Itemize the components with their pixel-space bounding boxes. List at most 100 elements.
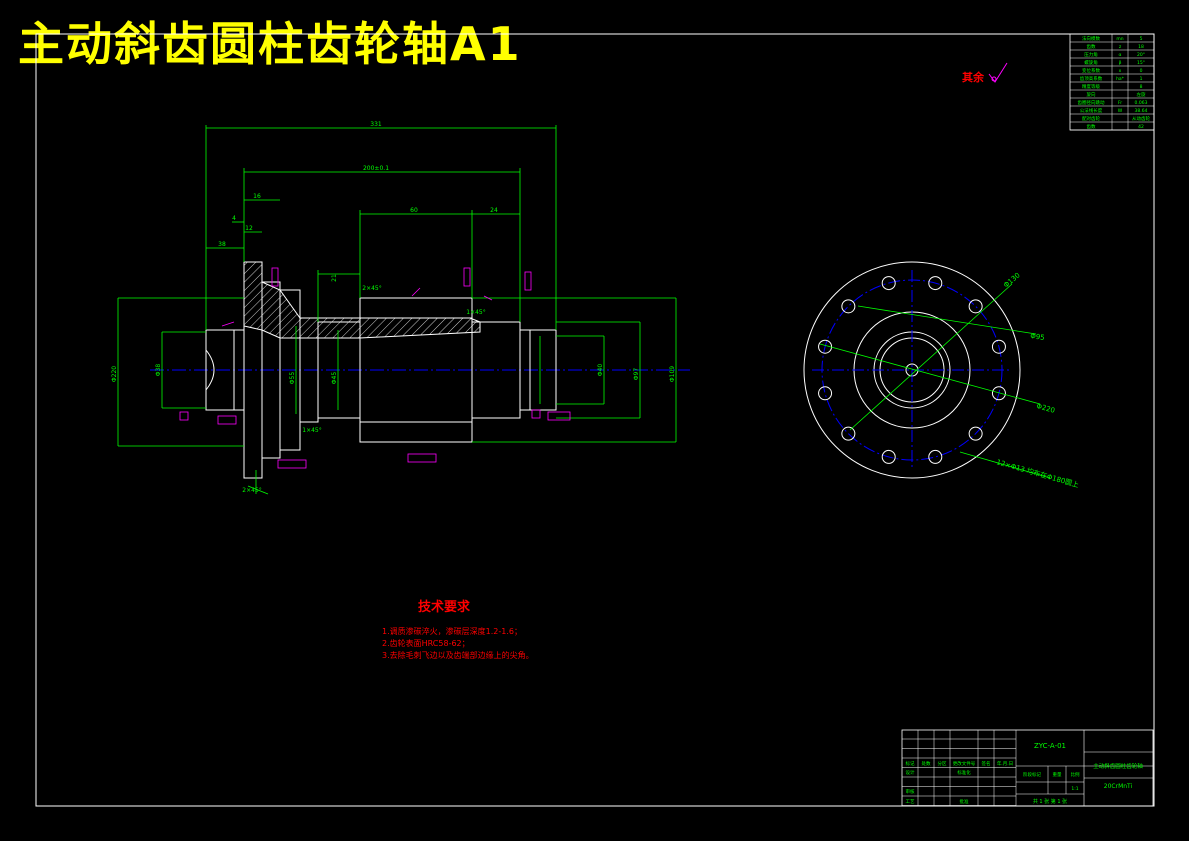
sheet-count: 共 1 张 第 1 张 (1033, 798, 1067, 805)
scale: 1:1 (1071, 786, 1078, 792)
roughness-check-icon (988, 62, 1008, 83)
gear-table-cell: mn (1116, 37, 1123, 42)
bolt-hole (928, 276, 943, 291)
flange-side-view: Φ130 Φ95 Φ220 12×Φ13 均布在Φ180圆上 (803, 261, 1080, 489)
title-block-text: 签名 (982, 760, 991, 767)
gear-table-cell: ha* (1116, 76, 1125, 82)
geometric-tolerance-frames (179, 267, 571, 469)
hatched-section (243, 261, 481, 339)
title-block-text: 年.月.日 (997, 760, 1013, 767)
dimension-text: 1×45° (302, 427, 321, 434)
gear-table-cell: 左旋 (1137, 91, 1146, 98)
gear-table-cell: α (1119, 53, 1122, 58)
gear-table-cell: 公法线长度 (1080, 107, 1103, 114)
title-block-text: 阶段标记 (1023, 771, 1041, 778)
dimension-text: 4 (232, 215, 236, 222)
material: 20CrMnTi (1104, 783, 1133, 790)
dimension-text: 24 (490, 207, 498, 214)
bolt-hole (968, 299, 983, 314)
bolt-hole (841, 299, 856, 314)
shaft-front-view: 331200±0.160243816124212×45°1×45°Φ38Φ40Φ… (111, 121, 690, 495)
title-block-text: 设计 (906, 769, 915, 776)
title-block-text: 批准 (960, 798, 969, 805)
gear-table-cell: 压力角 (1084, 51, 1098, 58)
outer-dia-label: Φ220 (1035, 402, 1055, 415)
dimension-text: 2×45° (362, 285, 381, 292)
bolt-hole (968, 426, 983, 441)
bolt-hole (991, 339, 1006, 354)
gear-table-cell: 配对齿轮 (1082, 115, 1100, 122)
roughness-symbol-icon (991, 76, 997, 82)
title-block-text: 工艺 (906, 799, 915, 805)
technical-requirements: 技术要求 1.调质渗碳淬火，渗碳层深度1.2-1.6； 2.齿轮表面HRC58-… (382, 599, 534, 660)
dimension-text: 2×45° (242, 487, 261, 494)
roughness-text: 其余 (962, 70, 985, 84)
flange-outer-circle (803, 261, 1021, 479)
gear-table-cell: 1 (1140, 76, 1143, 82)
gear-table-cell: 0 (1140, 68, 1143, 74)
gear-table-cell: 15° (1137, 60, 1145, 66)
dimension-text: Φ38 (155, 364, 162, 377)
title-block-text: 比例 (1071, 771, 1080, 778)
gear-table-cell: 42 (1138, 124, 1144, 130)
dimension-text: 12 (245, 225, 253, 232)
dimension-text: Φ97 (633, 368, 640, 381)
gear-table-cell: 38.64 (1135, 108, 1148, 114)
gear-table-cell: 从动齿轮 (1132, 115, 1150, 122)
bolt-holes (818, 276, 1006, 464)
gear-table-cell: x (1119, 69, 1122, 74)
gear-table-cell: 变位系数 (1082, 67, 1100, 74)
gear-table-cell: Fr (1118, 100, 1122, 106)
dimension-text: 38 (218, 241, 226, 248)
dimension-text: 1×45° (466, 309, 485, 316)
dimension-text: Φ45 (331, 372, 338, 385)
bolt-hole (881, 449, 896, 464)
side-dimension-lines (819, 283, 1051, 479)
dimension-lines (117, 125, 677, 495)
title-block-text: 标记 (906, 760, 915, 767)
gear-table-cell: 齿顶高系数 (1080, 75, 1103, 82)
title-block-text: 重量 (1053, 771, 1062, 778)
dimension-text: Φ55 (289, 372, 296, 385)
gear-table-cell: 旋向 (1087, 91, 1096, 98)
gear-table-cell: 精度等级 (1082, 83, 1100, 90)
title-block-text: 更改文件号 (953, 760, 976, 767)
drawing-number: ZYC-A-01 (1034, 742, 1066, 750)
gear-table-cell: 法向模数 (1082, 35, 1100, 42)
dimension-text: 331 (370, 121, 382, 128)
dimension-text: 200±0.1 (363, 165, 389, 172)
title-block: 标记处数分区更改文件号签名年.月.日设计审核工艺标准化批准ZYC-A-01主动斜… (901, 729, 1154, 807)
gear-table-cell: 18 (1138, 44, 1144, 50)
bolt-hole (841, 426, 856, 441)
part-name: 主动斜齿圆柱齿轮轴 (1093, 762, 1143, 770)
gear-table-cell: 齿数 (1087, 123, 1096, 130)
title-block-text: 分区 (938, 760, 947, 767)
title-block-text: 标准化 (957, 769, 971, 776)
bolt-hole (818, 339, 833, 354)
bore-label: Φ95 (1030, 332, 1045, 342)
dimension-text: Φ220 (111, 366, 118, 382)
gear-table-cell: 20° (1137, 52, 1145, 58)
gear-table-cell: 5 (1140, 36, 1143, 42)
bolt-hole (991, 386, 1006, 401)
dimension-text: Φ40 (597, 364, 604, 377)
tech-heading: 技术要求 (418, 599, 471, 615)
bolt-hole (928, 449, 943, 464)
sheet-frame (35, 33, 1155, 807)
title-block-text: 处数 (922, 760, 931, 767)
shaft-outline (205, 261, 557, 479)
tech-line-3: 3.去除毛刺飞边以及齿端部边缘上的尖角。 (382, 650, 534, 660)
tech-line-1: 1.调质渗碳淬火，渗碳层深度1.2-1.6； (382, 626, 522, 636)
gear-table-cell: β (1119, 60, 1122, 66)
gear-table-cell: 0.063 (1135, 100, 1148, 106)
gear-table-cell: 齿圈径向跳动 (1078, 99, 1105, 106)
dimension-text: 21 (331, 274, 338, 282)
gear-table-cell: 齿数 (1087, 43, 1096, 50)
pcd-label: Φ130 (1002, 271, 1022, 289)
dimension-text: 60 (410, 207, 418, 214)
hole-callout-label: 12×Φ13 均布在Φ180圆上 (995, 457, 1079, 489)
gear-table-cell: z (1119, 45, 1122, 50)
